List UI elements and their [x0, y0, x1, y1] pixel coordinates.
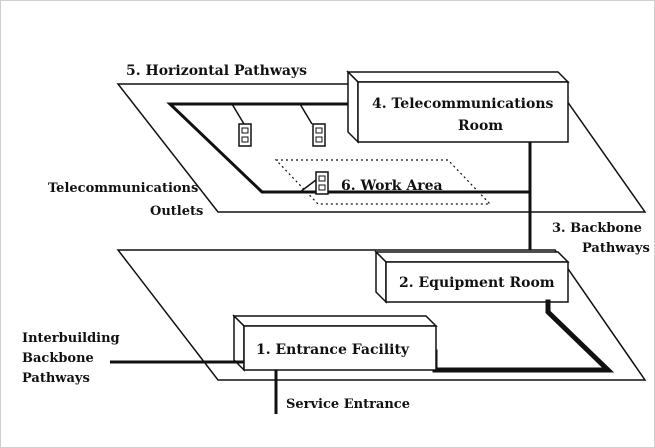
telecom-outlets-label-line1: Telecommunications — [48, 181, 198, 196]
telecom-room-box — [346, 70, 570, 144]
outlet-drop-line — [299, 179, 317, 193]
telecom-room-label-line1: 4. Telecommunications — [372, 96, 553, 112]
telecom-room-label-line2: Room — [458, 118, 503, 134]
outlet-drop-line — [231, 103, 245, 125]
interbuilding-label-line3: Pathways — [22, 371, 90, 386]
horizontal-pathway-cable — [166, 102, 530, 194]
equipment-room-label: 2. Equipment Room — [399, 275, 555, 291]
interbuilding-label-line2: Backbone — [22, 351, 94, 366]
backbone-pathways-label-line1: 3. Backbone — [552, 221, 642, 236]
telecom-outlet-icon — [315, 171, 329, 195]
equipment-room-box — [374, 250, 570, 304]
entrance-facility-label: 1. Entrance Facility — [256, 342, 410, 358]
work-area-region — [274, 159, 492, 205]
work-area-label: 6. Work Area — [341, 178, 443, 194]
telecom-outlet-icon — [238, 123, 252, 147]
telecom-outlet-icon — [312, 123, 326, 147]
horizontal-pathways-label: 5. Horizontal Pathways — [126, 63, 307, 79]
entrance-facility-box — [232, 314, 438, 372]
backbone-pathways-label-line2: Pathways — [582, 241, 650, 256]
service-entrance-label: Service Entrance — [286, 397, 410, 412]
interbuilding-label-line1: Interbuilding — [22, 331, 120, 346]
telecom-outlets-label-line2: Outlets — [150, 204, 203, 219]
outlet-drop-line — [299, 103, 313, 125]
